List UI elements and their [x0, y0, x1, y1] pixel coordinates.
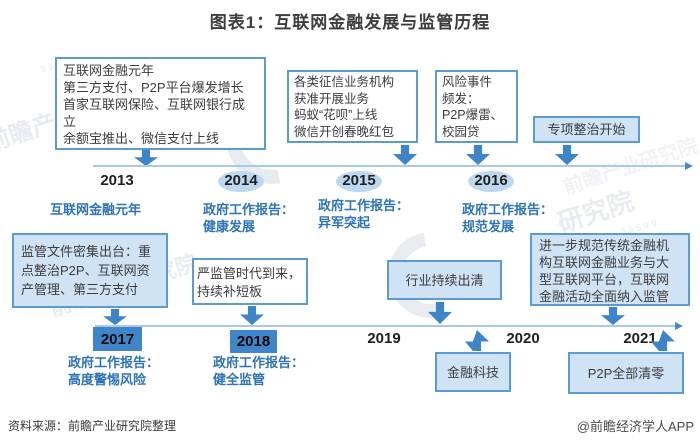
watermark-text: 研究院 [553, 185, 638, 239]
year-label-2013: 2013 [100, 172, 134, 189]
credit-note: @前瞻经济学人APP [576, 419, 694, 434]
event-box-2020-fintech: 金融科技 [435, 352, 511, 392]
down-arrow-icon [240, 306, 264, 325]
down-arrow-icon [428, 302, 452, 324]
event-box-2021-platform: 进一步规范传统金融机 构互联网金融业务与大 型互联网平台，互联网 金融活动全面纳… [530, 233, 690, 306]
up-arrow-icon [465, 330, 489, 351]
page-title: 图表1：互联网金融发展与监管历程 [209, 13, 491, 32]
event-box-2017-reg: 监管文件密集出台：重 点整治P2P、互联网资 产管理、第三方支付 [12, 233, 168, 308]
source-note: 资料来源：前瞻产业研究院整理 [8, 419, 177, 433]
event-box-2013: 互联网金融元年 第三方支付、P2P平台爆发增长 首家互联网保险、互联网银行成 立… [55, 57, 266, 150]
report-label-2014: 政府工作报告： 健康发展 [203, 202, 295, 234]
year-box-2018: 2018 [230, 330, 277, 353]
timeline-2-line [95, 325, 675, 327]
report-label-2013: 互联网金融元年 [50, 202, 142, 217]
year-ellipse [336, 171, 382, 192]
report-label-2016: 政府工作报告： 规范发展 [462, 202, 554, 234]
event-box-2021-p2p-zero: P2P全部清零 [568, 352, 684, 394]
timeline-1-arrowhead-icon [685, 162, 693, 170]
down-arrow-icon [466, 145, 490, 165]
report-label-2015: 政府工作报告： 异军突起 [318, 198, 410, 230]
year-label-2014: 2014 [224, 172, 258, 189]
down-arrow-icon [393, 145, 417, 165]
year-ellipse [218, 171, 264, 192]
report-label-2018: 政府工作报告： 健全监管 [213, 355, 305, 387]
year-label-2015: 2015 [342, 172, 376, 189]
down-arrow-icon [555, 145, 579, 165]
year-ellipse [468, 171, 514, 192]
year-label-2021: 2021 [623, 330, 657, 347]
timeline-2-arrowhead-icon [675, 322, 683, 330]
event-box-2016-risk: 风险事件 频发： P2P爆雷、 校园贷 [435, 70, 518, 143]
report-label-2017: 政府工作报告： 高度警惕风险 [68, 355, 160, 387]
year-label-2019: 2019 [367, 330, 401, 347]
year-label-2016: 2016 [474, 172, 508, 189]
down-arrow-icon [134, 150, 158, 166]
down-arrow-icon [601, 307, 625, 325]
event-box-2019-clear: 行业持续出清 [387, 260, 502, 300]
event-box-2018-strict: 严监管时代到来， 持续补短板 [192, 258, 308, 305]
down-arrow-icon [103, 309, 127, 325]
year-box-2017: 2017 [93, 327, 142, 351]
event-box-2016-action: 专项整治开始 [533, 116, 640, 143]
timeline-1-line [93, 165, 685, 167]
year-label-2020: 2020 [506, 330, 540, 347]
event-box-2015-credit: 各类征信业务机构 获准开展业务 蚂蚁“花呗”上线 微信开创春晚红包 [287, 70, 418, 143]
